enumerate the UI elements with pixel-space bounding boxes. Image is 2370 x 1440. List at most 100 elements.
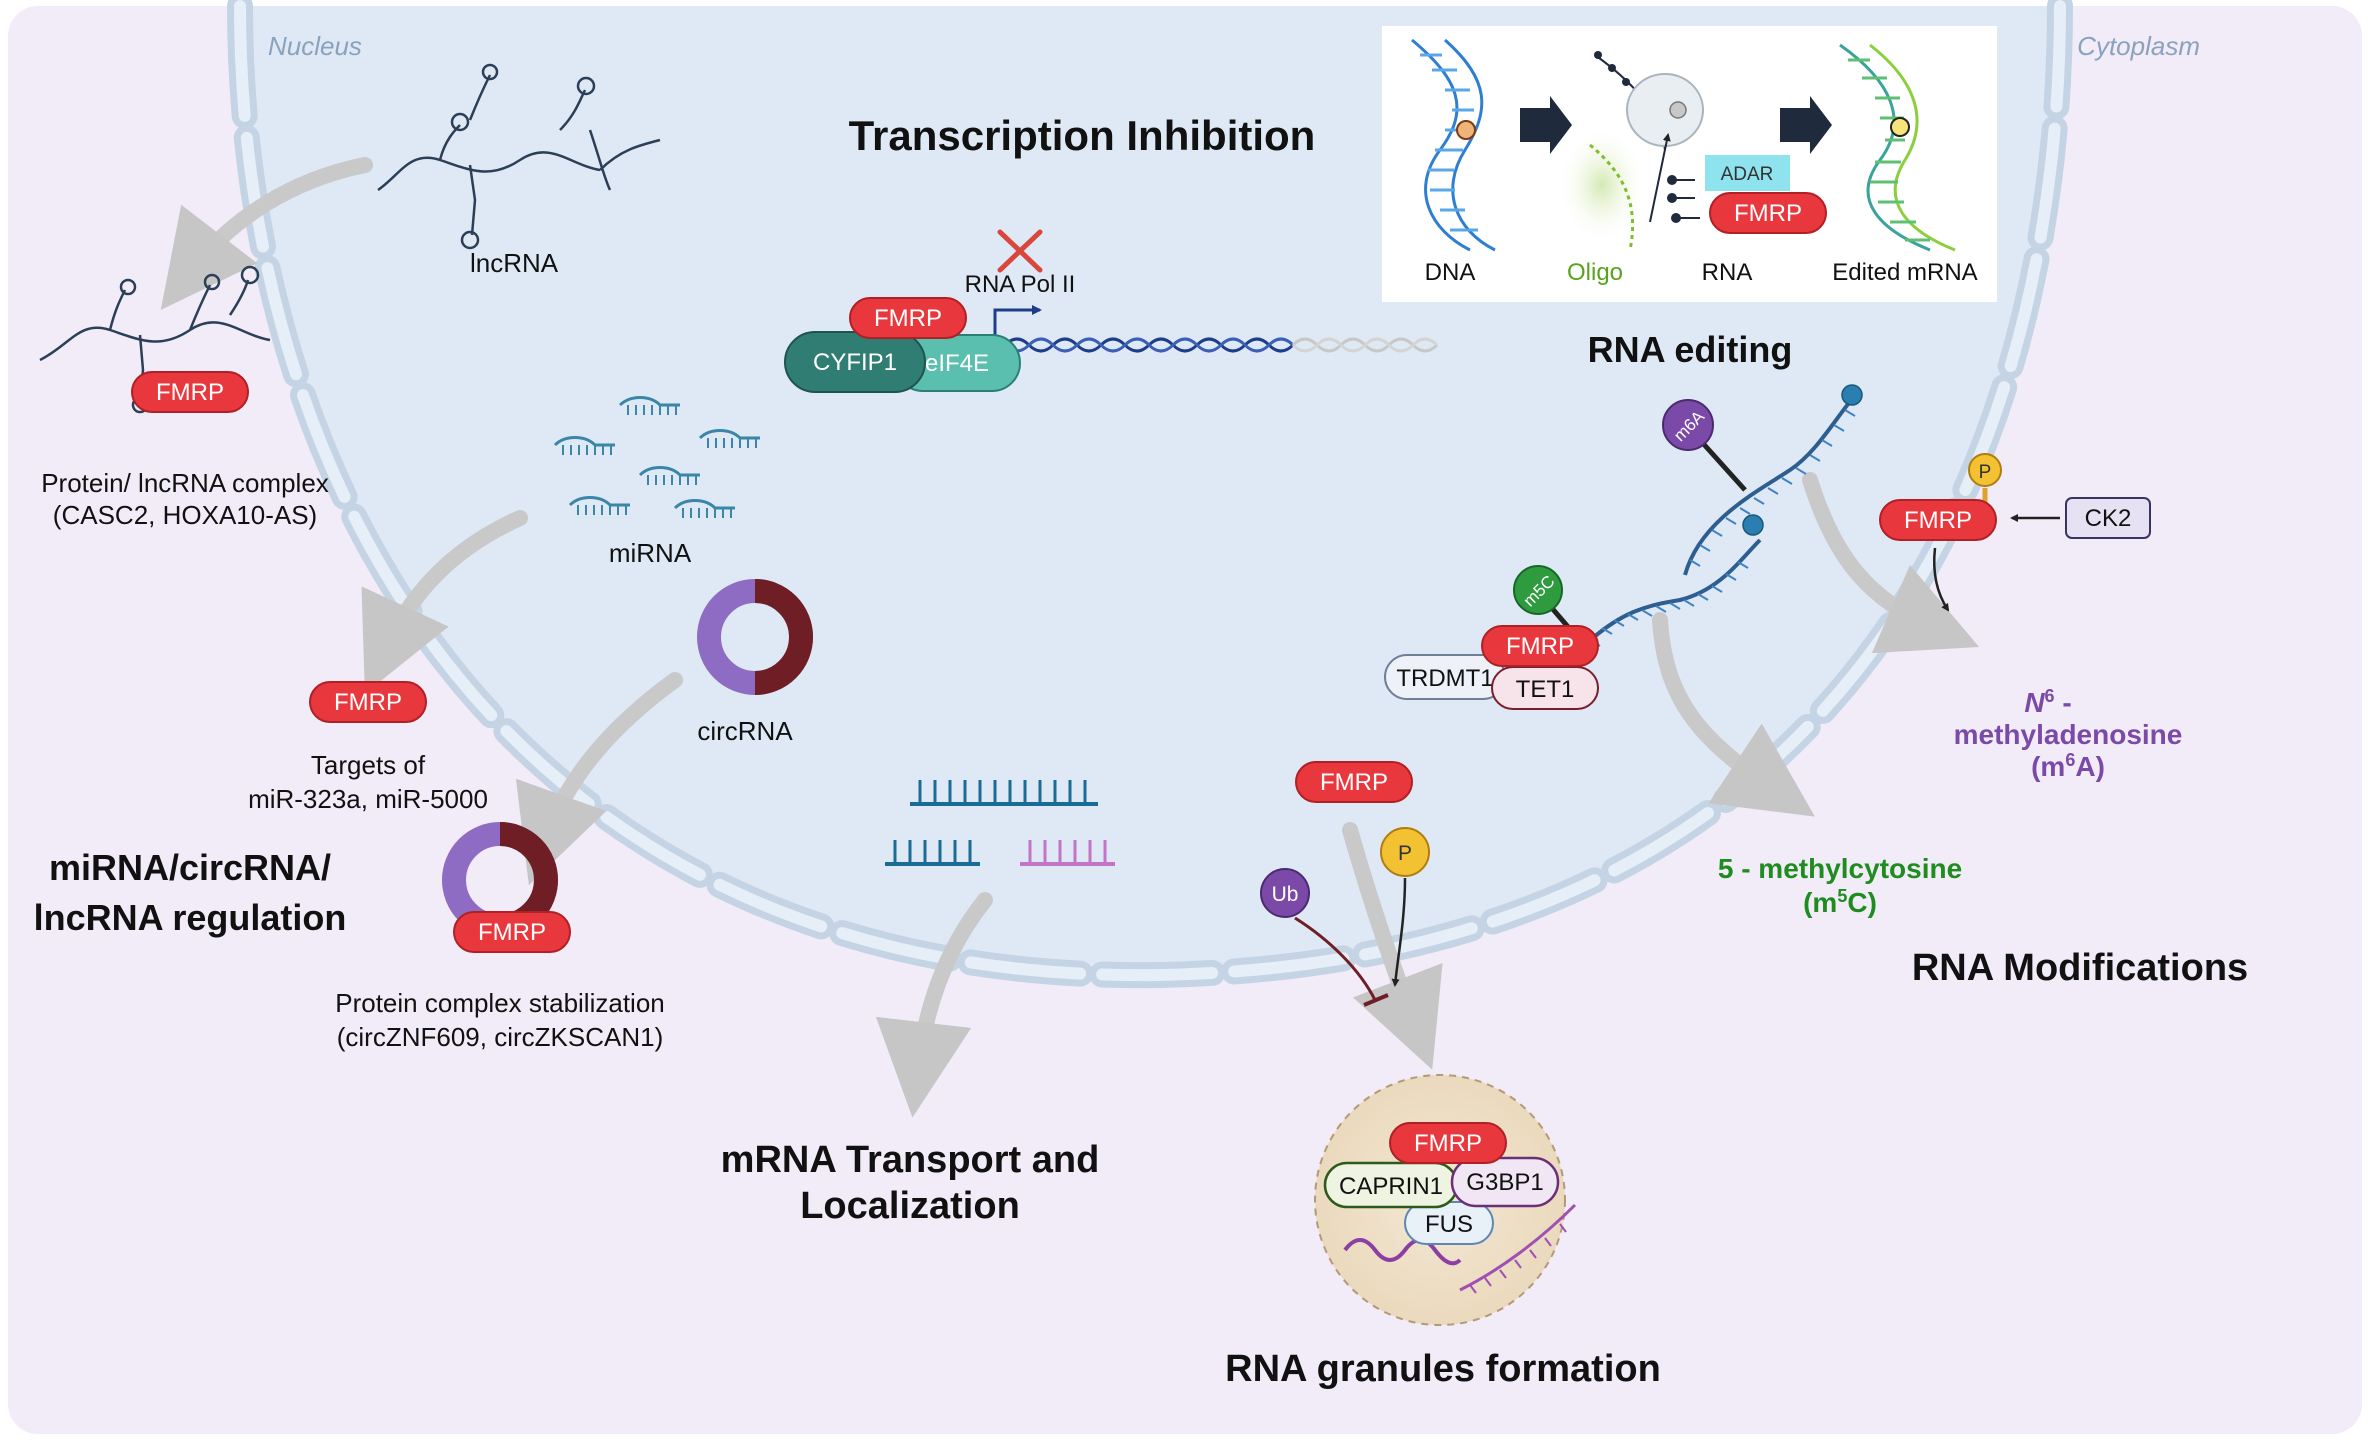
fmrp-badge-m5c: FMRP (1481, 625, 1599, 667)
m6a-badge: m6A (1662, 399, 1714, 451)
rna-editing-panel (1382, 26, 1997, 302)
protein-lncrna-complex-line1: Protein/ lncRNA complex (41, 468, 329, 498)
caprin1-label: CAPRIN1 (1339, 1173, 1443, 1200)
p-label: P (1398, 842, 1412, 865)
arrow-m5c (1652, 612, 1815, 817)
cyfip1-protein: CYFIP1 (784, 331, 926, 393)
m6a-n: N (2024, 687, 2045, 718)
p-activation-arrow (1391, 877, 1407, 987)
fmrp-badge-mirna: FMRP (309, 681, 427, 723)
ck2-kinase: CK2 (2065, 497, 2151, 539)
p-badge: P (1380, 827, 1430, 877)
fmrp-badge-granule: FMRP (1389, 1122, 1507, 1164)
fmrp-label: FMRP (334, 689, 402, 716)
fmrp-badge-transcription: FMRP (849, 297, 967, 339)
regulation-heading-line2: lncRNA regulation (34, 897, 347, 938)
arrow-m6a (1802, 472, 1980, 654)
m6a-rna-strand (1683, 384, 1863, 576)
m6a-abbr-a: (m (2031, 751, 2065, 782)
editing-dna-label: DNA (1425, 259, 1476, 286)
arrow-mirna (361, 510, 528, 694)
circrna-fmrp-complex: FMRP (442, 822, 571, 953)
fmrp-label: FMRP (478, 919, 546, 946)
transport-heading-line2: Localization (800, 1185, 1020, 1227)
fmrp-label: FMRP (1320, 769, 1388, 796)
caprin1-protein: CAPRIN1 (1323, 1161, 1459, 1209)
trdmt1-protein: TRDMT1 (1384, 654, 1506, 700)
fmrp-label: FMRP (1506, 633, 1574, 660)
edited-site (1890, 117, 1910, 137)
m5c-badge: m5C (1513, 565, 1563, 615)
m6a-abbr-b: A) (2075, 751, 2105, 782)
granule-rnas (1343, 1203, 1577, 1294)
ub-label: Ub (1272, 883, 1299, 906)
regulation-heading-line1: miRNA/circRNA/ (49, 847, 331, 888)
nuclear-envelope-inner (234, 0, 2066, 982)
cytoplasm-label: Cytoplasm (2077, 31, 2200, 61)
fus-label: FUS (1425, 1211, 1473, 1238)
phospho-p-label: P (1979, 462, 1992, 483)
lncrna-label: lncRNA (470, 248, 559, 278)
eif4e-protein: eIF4E (894, 334, 1021, 392)
adar-box: ADAR (1705, 155, 1790, 191)
editing-arrow-1 (1520, 96, 1572, 154)
transcription-heading: Transcription Inhibition (849, 112, 1316, 159)
stabilization-line1: Protein complex stabilization (335, 988, 665, 1018)
editing-edited-label: Edited mRNA (1832, 259, 1977, 286)
transport-mrnas (885, 780, 1115, 866)
ub-inhibition-bar (1363, 993, 1389, 1007)
m5c-name-line2: (m5C) (1803, 886, 1877, 918)
granules-heading: RNA granules formation (1225, 1348, 1661, 1390)
pathway-arrows (160, 157, 1980, 1118)
targets-line2: miR-323a, miR-5000 (248, 784, 488, 814)
arrow-lncrna (160, 157, 373, 311)
m6a-name-line3: (m6A) (2031, 750, 2105, 782)
fmrp-label: FMRP (1904, 507, 1972, 534)
fmrp-badge-granule-input: FMRP (1295, 761, 1413, 803)
fmrp-badge-editing: FMRP (1709, 192, 1827, 234)
trdmt1-label: TRDMT1 (1396, 665, 1493, 692)
dna-helix (1003, 337, 1439, 353)
rna-modifications-heading: RNA Modifications (1912, 947, 2248, 989)
editing-arrow-2 (1780, 96, 1832, 154)
fmrp-badge-lncrna: FMRP (131, 371, 249, 413)
transport-heading-line1: mRNA Transport and (721, 1139, 1100, 1181)
tet1-protein: TET1 (1491, 666, 1599, 710)
adar-enzyme-shape (1626, 73, 1704, 147)
m6a-dash: - (2055, 687, 2072, 718)
stabilization-line2: (circZNF609, circZKSCAN1) (337, 1022, 663, 1052)
dna-edit-site (1456, 120, 1476, 140)
fmrp-label: FMRP (1414, 1130, 1482, 1157)
fus-protein: FUS (1404, 1201, 1494, 1245)
oligo-glow (1557, 125, 1647, 245)
targets-line1: Targets of (311, 750, 426, 780)
g3bp1-protein: G3BP1 (1450, 1156, 1560, 1208)
ub-inhibition-line (1294, 916, 1377, 1001)
fmrp-label: FMRP (156, 379, 224, 406)
m5c-abbr-b: C) (1847, 887, 1877, 918)
arrow-circrna (515, 672, 683, 886)
eif4e-label: eIF4E (925, 350, 989, 377)
arrow-granules (1342, 822, 1443, 1070)
fmrp-label: FMRP (1734, 200, 1802, 227)
m6a-name-line2: methyladenosine (1954, 719, 2183, 750)
mirna-label: miRNA (609, 538, 692, 568)
mirna-group (553, 396, 760, 518)
adar-label: ADAR (1721, 164, 1774, 185)
circrna-label: circRNA (697, 716, 793, 746)
edited-mrna-helix (1839, 43, 1956, 252)
cyfip1-label: CYFIP1 (813, 349, 897, 376)
nucleus-label: Nucleus (268, 31, 362, 61)
editing-rna-lower (1667, 175, 1700, 223)
editing-dna-helix (1411, 38, 1496, 252)
m5c-abbr-a: (m (1803, 887, 1837, 918)
fmrp-phospho-group: P FMRP (1879, 453, 2002, 541)
transcription-start-arrow (993, 305, 1042, 340)
m5c-name-line1: 5 - methylcytosine (1718, 853, 1962, 884)
oligo-strand (1589, 143, 1635, 251)
m6a-abbr-sup: 6 (2065, 750, 2075, 770)
arrow-transport (875, 892, 993, 1118)
fmrp-label: FMRP (874, 305, 942, 332)
